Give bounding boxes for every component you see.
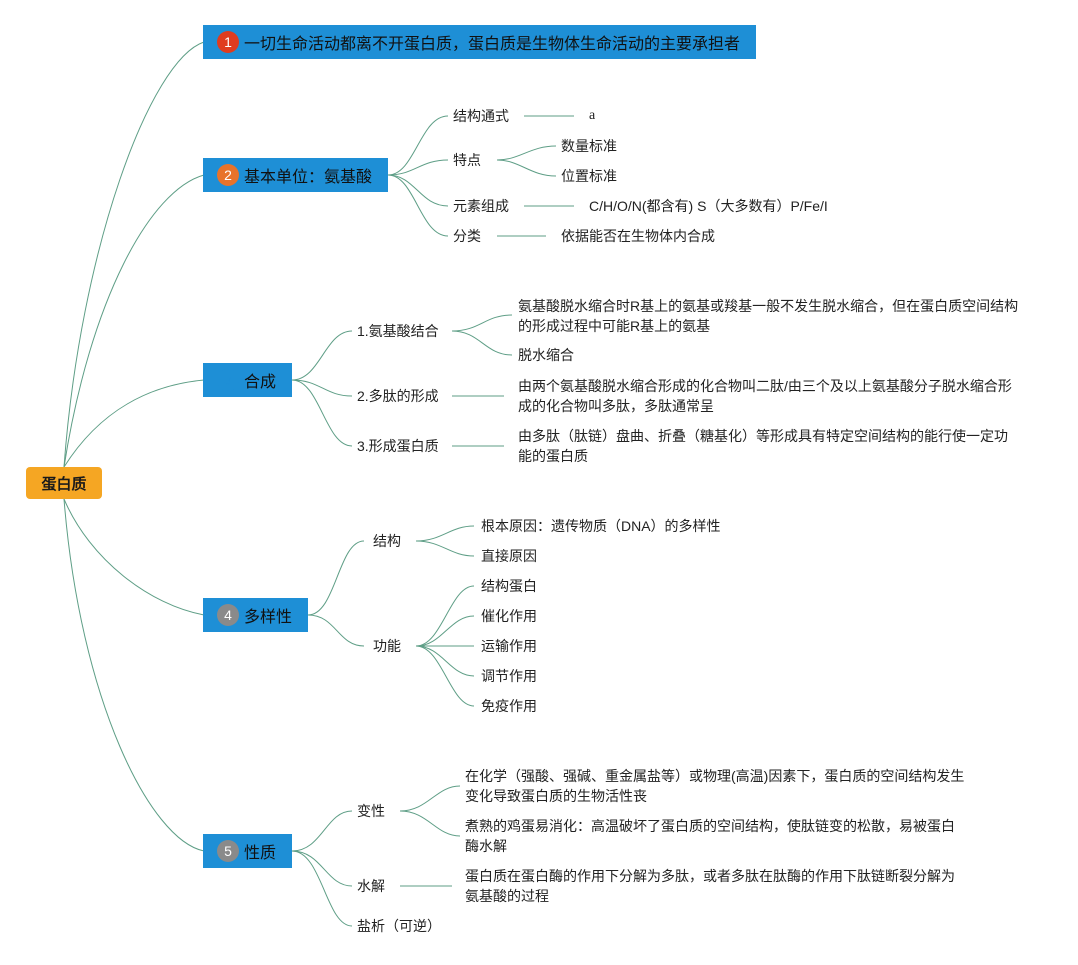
number-badge-3: 3 [217, 369, 239, 391]
amino-elements-value: C/H/O/N(都含有) S（大多数有）P/Fe/I [589, 198, 828, 214]
branch-2-label: 基本单位：氨基酸 [244, 169, 373, 186]
root-label: 蛋白质 [41, 475, 87, 493]
property-hydrolysis-note: 蛋白质在蛋白酶的作用下分解为多肽，或者多肽在肽酶的作用下肽链断裂分解为氨基酸的过… [465, 868, 955, 904]
diversity-function[interactable]: 功能 [373, 638, 401, 654]
synthesis-step-1-note: 氨基酸脱水缩合时R基上的氨基或羧基一般不发生脱水缩合，但在蛋白质空间结构的形成过… [518, 298, 1019, 334]
number-badge-4: 4 [217, 604, 239, 626]
diversity-function-item-2: 催化作用 [481, 608, 537, 624]
synthesis-step-2[interactable]: 2.多肽的形成 [357, 388, 439, 404]
amino-category-value: 依据能否在生物体内合成 [561, 228, 715, 244]
branch-1-label: 一切生命活动都离不开蛋白质，蛋白质是生物体生命活动的主要承担者 [244, 36, 741, 53]
root-node[interactable]: 蛋白质 [26, 467, 102, 499]
amino-elements[interactable]: 元素组成 [453, 198, 509, 214]
branch-1[interactable]: 1 一切生命活动都离不开蛋白质，蛋白质是生物体生命活动的主要承担者 [203, 25, 756, 59]
amino-feature[interactable]: 特点 [453, 152, 481, 168]
diversity-function-item-4: 调节作用 [481, 668, 537, 684]
branch-3-label: 合成 [244, 374, 277, 391]
diversity-function-item-3: 运输作用 [481, 638, 537, 654]
property-hydrolysis[interactable]: 水解 [357, 878, 385, 894]
amino-feature-item-1: 数量标准 [561, 138, 617, 154]
branch-4-label: 多样性 [244, 609, 293, 626]
property-denature-note-1: 在化学（强酸、强碱、重金属盐等）或物理(高温)因素下，蛋白质的空间结构发生变化导… [465, 768, 965, 804]
synthesis-step-1[interactable]: 1.氨基酸结合 [357, 323, 439, 339]
property-salting-out[interactable]: 盐析（可逆） [357, 918, 441, 934]
number-badge-5: 5 [217, 840, 239, 862]
amino-category[interactable]: 分类 [453, 228, 481, 244]
diversity-function-item-5: 免疫作用 [481, 698, 537, 714]
diversity-structure-item-2: 直接原因 [481, 548, 537, 564]
number-badge-1: 1 [217, 31, 239, 53]
property-denature-note-2: 煮熟的鸡蛋易消化：高温破坏了蛋白质的空间结构，使肽链变的松散，易被蛋白酶水解 [465, 818, 955, 854]
property-denature[interactable]: 变性 [357, 803, 385, 819]
amino-structure[interactable]: 结构通式 [453, 108, 509, 124]
branch-5[interactable]: 5 性质 [203, 834, 292, 868]
diversity-structure[interactable]: 结构 [373, 533, 401, 549]
amino-structure-value: a [589, 108, 596, 123]
synthesis-step-2-note: 由两个氨基酸脱水缩合形成的化合物叫二肽/由三个及以上氨基酸分子脱水缩合形成的化合… [518, 378, 1012, 414]
branch-3[interactable]: 3 合成 [203, 363, 292, 397]
branch-2[interactable]: 2 基本单位：氨基酸 [203, 158, 388, 192]
branch-4[interactable]: 4 多样性 [203, 598, 308, 632]
number-badge-2: 2 [217, 164, 239, 186]
synthesis-step-1-item: 脱水缩合 [518, 347, 574, 363]
amino-feature-item-2: 位置标准 [561, 168, 617, 184]
synthesis-step-3[interactable]: 3.形成蛋白质 [357, 438, 439, 454]
branch-5-label: 性质 [244, 845, 277, 862]
synthesis-step-3-note: 由多肽（肽链）盘曲、折叠（糖基化）等形成具有特定空间结构的能行使一定功能的蛋白质 [518, 428, 1008, 464]
diversity-function-item-1: 结构蛋白 [481, 578, 537, 594]
diversity-structure-item-1: 根本原因：遗传物质（DNA）的多样性 [481, 518, 721, 534]
